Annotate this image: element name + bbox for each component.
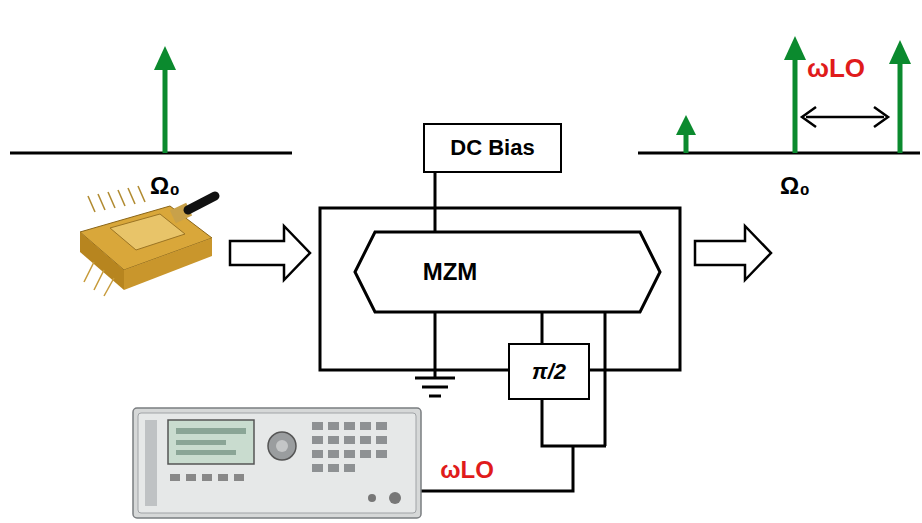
hexagon-outline bbox=[355, 232, 660, 312]
modulator-shape: MZM bbox=[355, 232, 660, 312]
dc-bias-box: DC Bias bbox=[423, 123, 562, 173]
phase-shifter-box: π/2 bbox=[508, 343, 590, 400]
wire-connector bbox=[434, 173, 437, 232]
frequency-spacing-label: ωLO bbox=[807, 55, 865, 81]
rf-wire bbox=[542, 400, 606, 446]
carrier-frequency-label: Ω₀ bbox=[780, 174, 810, 198]
carrier-line bbox=[163, 68, 168, 153]
signal-generator bbox=[133, 408, 421, 518]
wire-connector bbox=[541, 312, 544, 343]
ground-wire bbox=[434, 312, 437, 378]
node-text: π/2 bbox=[532, 359, 566, 385]
node-text: MZM bbox=[355, 258, 545, 286]
lower-sideband-head bbox=[676, 115, 696, 135]
modulator-housing bbox=[320, 208, 680, 370]
ground-symbol bbox=[415, 378, 455, 396]
node-text: DC Bias bbox=[450, 135, 534, 161]
input-arrow bbox=[230, 226, 310, 280]
carrier-frequency-label: Ω₀ bbox=[150, 174, 180, 198]
upper-sideband-line bbox=[898, 62, 903, 153]
spacing-arrow-head bbox=[802, 107, 816, 127]
output-arrow bbox=[695, 226, 771, 280]
lower-sideband-line bbox=[684, 133, 689, 153]
rf-wire bbox=[420, 446, 573, 491]
frequency-axis bbox=[638, 152, 920, 155]
carrier-head bbox=[154, 46, 176, 70]
hexagon-outline bbox=[355, 232, 660, 312]
laser-illustration bbox=[80, 186, 215, 296]
frequency-axis bbox=[10, 152, 292, 155]
carrier-line bbox=[793, 58, 798, 153]
spacing-arrow bbox=[806, 116, 884, 119]
carrier-head bbox=[784, 36, 806, 60]
spacing-arrow-head bbox=[874, 107, 888, 127]
rf-frequency-label: ωLO bbox=[440, 458, 494, 482]
upper-sideband-head bbox=[889, 40, 911, 64]
